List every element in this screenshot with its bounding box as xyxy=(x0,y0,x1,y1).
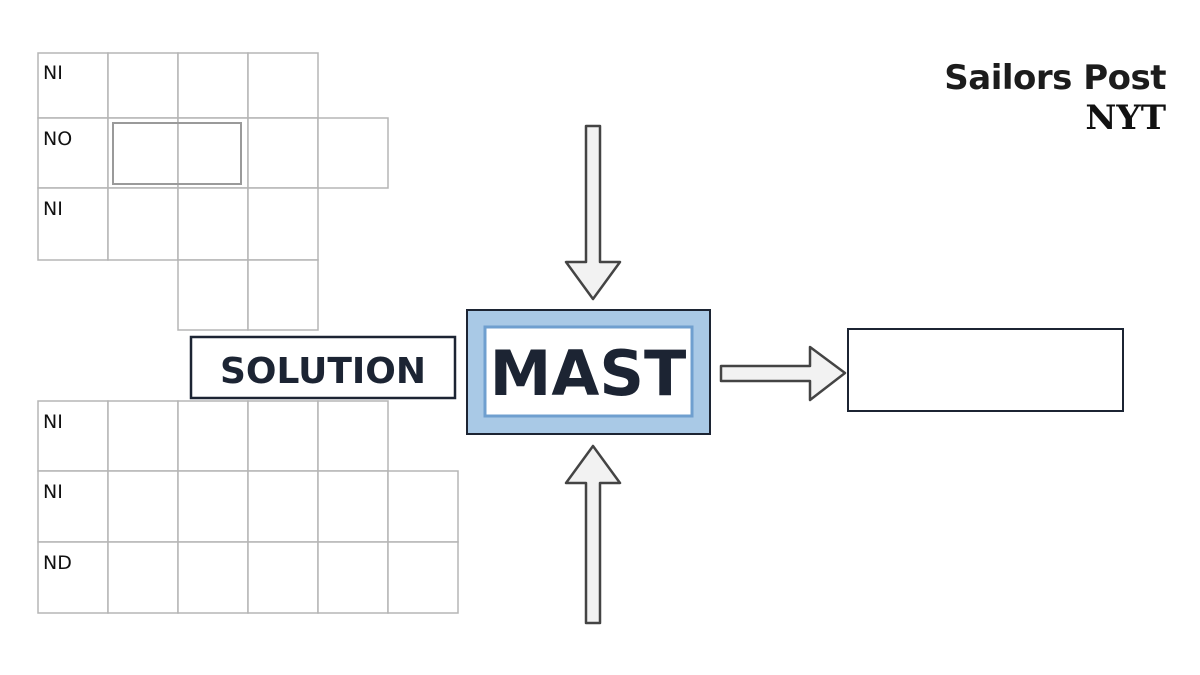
grid-cell xyxy=(177,52,249,119)
lower-row-label: NI xyxy=(43,411,63,433)
grid-cell xyxy=(37,470,109,543)
grid-cell xyxy=(177,259,249,331)
solution-label-box xyxy=(189,335,457,400)
up-arrow-icon xyxy=(564,444,622,625)
output-box xyxy=(847,328,1124,412)
upper-row-label: NI xyxy=(43,62,63,84)
down-arrow-icon xyxy=(564,124,622,301)
grid-cell xyxy=(247,259,319,331)
solution-label: SOLUTION xyxy=(220,351,426,392)
grid-cell xyxy=(177,470,249,543)
right-arrow-icon xyxy=(719,345,847,402)
grid-cell xyxy=(247,400,319,472)
grid-cell xyxy=(177,117,249,189)
brand-block: Sailors Post NYT xyxy=(944,58,1166,138)
grid-cell xyxy=(387,541,459,614)
grid-cell xyxy=(247,541,319,614)
grid-cell xyxy=(387,470,459,543)
grid-cell xyxy=(37,52,109,119)
grid-cell xyxy=(37,400,109,472)
upper-grid xyxy=(37,52,389,331)
grid-cell xyxy=(177,187,249,261)
answer-word: MAST xyxy=(490,337,687,410)
lower-grid xyxy=(37,400,459,614)
answer-box-inner xyxy=(483,325,694,418)
grid-cell xyxy=(107,541,179,614)
grid-cell xyxy=(107,400,179,472)
grid-cell xyxy=(177,541,249,614)
grid-cell xyxy=(317,541,389,614)
upper-row-label: NO xyxy=(43,128,72,150)
brand-source: NYT xyxy=(1085,98,1166,138)
grid-cell xyxy=(107,187,179,261)
grid-cell xyxy=(247,117,319,189)
lower-row-label: ND xyxy=(43,552,72,574)
grid-cell xyxy=(107,470,179,543)
highlighted-cells xyxy=(112,122,242,185)
grid-cell xyxy=(247,52,319,119)
grid-cell xyxy=(247,470,319,543)
grid-cell xyxy=(317,400,389,472)
grid-cell xyxy=(177,400,249,472)
grid-cell xyxy=(107,52,179,119)
upper-row-label: NI xyxy=(43,198,63,220)
grid-cell xyxy=(247,187,319,261)
brand-name: Sailors Post xyxy=(944,58,1166,98)
lower-row-label: NI xyxy=(43,481,63,503)
grid-cell xyxy=(317,117,389,189)
grid-cell xyxy=(107,117,179,189)
grid-cell xyxy=(37,187,109,261)
grid-cell xyxy=(317,470,389,543)
